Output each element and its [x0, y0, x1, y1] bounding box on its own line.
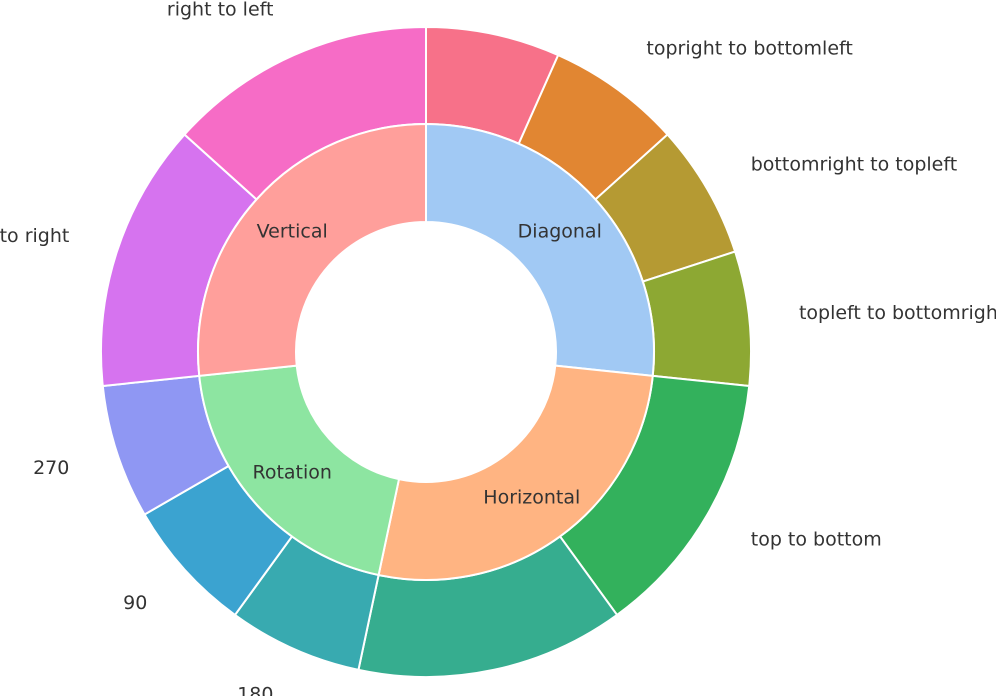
inner-label-horizontal: Horizontal — [483, 487, 580, 509]
inner-label-vertical: Vertical — [257, 221, 328, 243]
outer-label-topleft-to-bottomright: topleft to bottomright — [799, 302, 996, 324]
outer-label-right-to-left: right to left — [167, 0, 274, 20]
outer-label-90: 90 — [123, 592, 147, 614]
outer-label-left-to-right: left to right — [0, 225, 69, 247]
outer-label-topright-to-bottomleft: topright to bottomleft — [646, 38, 852, 60]
inner-wedge-vertical — [197, 122, 427, 377]
inner-label-rotation: Rotation — [252, 461, 331, 483]
outer-label-270: 270 — [33, 457, 69, 479]
inner-wedge-horizontal — [377, 364, 654, 581]
outer-label-bottomright-to-topleft: bottomright to topleft — [751, 154, 957, 176]
outer-label-top-to-bottom: top to bottom — [751, 529, 882, 551]
inner-ring — [197, 122, 655, 581]
inner-wedge-rotation — [198, 364, 401, 577]
outer-ring — [100, 25, 752, 678]
outer-label-180: 180 — [237, 684, 273, 696]
inner-wedge-diagonal — [425, 122, 655, 377]
inner-label-diagonal: Diagonal — [518, 221, 602, 243]
